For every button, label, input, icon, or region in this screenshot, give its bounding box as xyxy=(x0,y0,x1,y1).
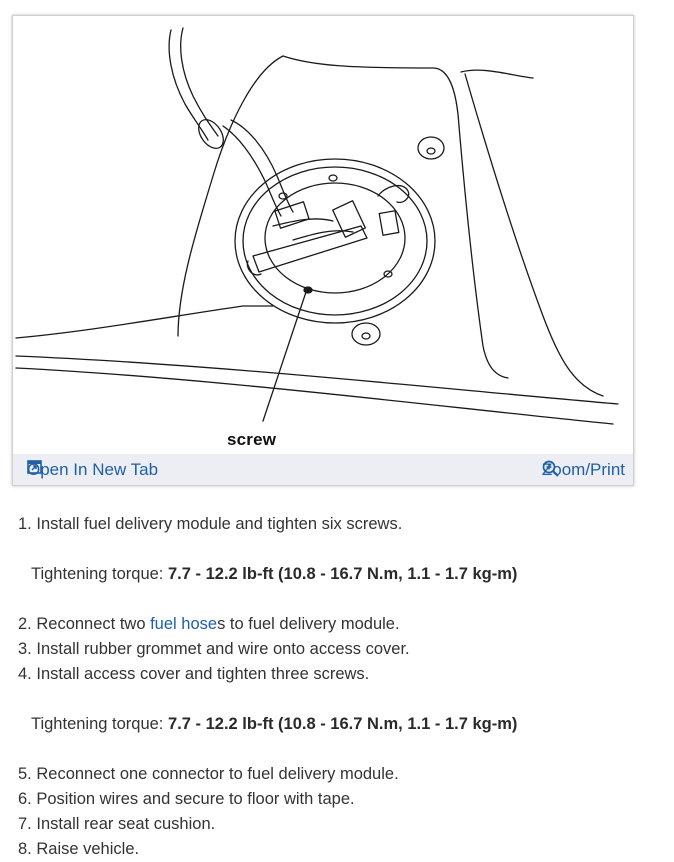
step-2: 2. Reconnect two fuel hoses to fuel deli… xyxy=(18,615,400,633)
step-4: 4. Install access cover and tighten thre… xyxy=(18,665,370,683)
open-in-new-tab-label: Open In New Tab xyxy=(27,460,159,479)
zoom-print-link[interactable]: Zoom/Print xyxy=(542,460,625,480)
torque-spec-2: Tightening torque: 7.7 - 12.2 lb-ft (10.… xyxy=(31,715,518,733)
step-6: 6. Position wires and secure to floor wi… xyxy=(18,790,355,808)
step-3: 3. Install rubber grommet and wire onto … xyxy=(18,640,410,658)
diagram-figure: screw Open In New Tab Zoom/Print xyxy=(12,15,634,486)
fuel-pump-illustration xyxy=(15,27,619,425)
zoom-print-label: Zoom/Print xyxy=(541,460,625,479)
step-7: 7. Install rear seat cushion. xyxy=(18,815,216,833)
zoom-in-icon xyxy=(542,460,559,477)
open-new-tab-icon xyxy=(27,460,42,474)
torque-spec-1: Tightening torque: 7.7 - 12.2 lb-ft (10.… xyxy=(31,565,518,583)
procedure-steps: 1. Install fuel delivery module and tigh… xyxy=(18,512,658,862)
open-in-new-tab-link[interactable]: Open In New Tab xyxy=(27,460,158,480)
figure-toolbar: Open In New Tab Zoom/Print xyxy=(13,454,633,485)
step-5: 5. Reconnect one connector to fuel deliv… xyxy=(18,765,399,783)
step-1: 1. Install fuel delivery module and tigh… xyxy=(18,515,403,533)
fuel-hose-link[interactable]: fuel hose xyxy=(150,615,218,633)
step-8: 8. Raise vehicle. xyxy=(18,840,140,858)
screw-callout-label: screw xyxy=(227,430,277,449)
